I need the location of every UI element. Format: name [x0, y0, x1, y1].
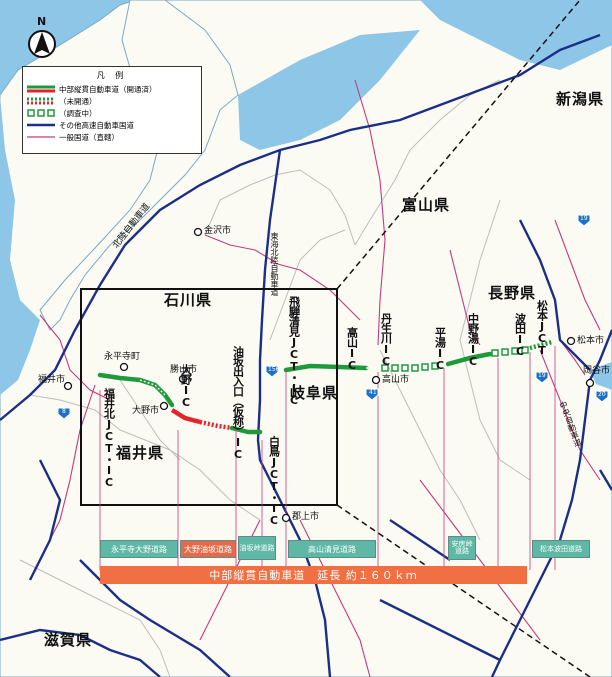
ic-takayama: 高山IC [345, 327, 359, 371]
city-fukui: 福井市 [38, 375, 66, 385]
route-open-hirayu [445, 351, 493, 367]
sea-northeast [420, 0, 612, 70]
sea-west [0, 95, 40, 395]
legend-title: 凡 例 [96, 71, 128, 80]
pref-gifu: 岐阜県 [290, 384, 339, 402]
ic-matsumoto: 松本JCT [535, 300, 549, 356]
ic-nyukawa: 丹生川IC [379, 313, 393, 367]
pref-niigata: 新潟県 [556, 90, 605, 108]
ic-hida-kiyomi: 飛騨清見JCT・IC [287, 296, 301, 406]
shield-8: 8 [62, 408, 66, 415]
city-gujo: 郡上市 [292, 512, 320, 522]
legend-row-open: 中部縦貫自動車道（開通済） [27, 84, 157, 94]
ic-ono: 大野IC [179, 364, 193, 408]
pref-fukui: 福井県 [116, 444, 165, 462]
ic-hirayu: 平湯IC [433, 327, 447, 371]
shield-41: 41 [369, 389, 377, 396]
pref-toyama: 富山県 [402, 196, 451, 214]
city-takayama: 高山市 [382, 375, 410, 385]
shield-156: 156 [268, 366, 280, 373]
route-open-takayama [283, 363, 369, 373]
ic-hata: 波田IC [513, 313, 527, 357]
city-ono: 大野市 [132, 406, 160, 416]
city-markers [63, 227, 595, 523]
route-length-bar: 中部縦貫自動車道 延長 約１６０ｋｍ [100, 566, 527, 584]
ic-aburasaka: 油坂出入口（仮称）IC [231, 346, 245, 460]
segment-abo-toge: 安房峠道路 [448, 536, 476, 560]
ic-nakanoyu: 中野湯IC [466, 313, 480, 367]
route-unopen-fukui-dash [139, 379, 166, 396]
north-label: N [37, 15, 47, 28]
north-arrow-icon [28, 30, 56, 58]
route-survey [381, 346, 529, 372]
legend-row-national: 一般国道（直轄） [27, 132, 119, 142]
ic-shirotori: 白鳥JCT・IC [267, 436, 281, 526]
pref-ishikawa: 石川県 [164, 291, 213, 309]
segment-aburasaka-toge: 油坂峠道路 [238, 536, 276, 560]
city-matsumoto: 松本市 [577, 336, 605, 346]
legend-row-survey: （調査中） [27, 108, 97, 118]
shield-19b: 19 [538, 372, 546, 379]
toyama-bay [238, 30, 420, 150]
segment-ono-aburasaka: 大野油坂道路 [180, 540, 236, 558]
city-okaya: 岡谷市 [583, 366, 611, 376]
pref-shiga: 滋賀県 [44, 631, 93, 649]
focus-box [80, 288, 338, 506]
expressway-tokai-hokuriku: 東海北陸自動車道 [270, 232, 279, 296]
ic-fukui-kita: 福井北JCT・IC [102, 388, 116, 488]
city-eiheiji: 永平寺町 [104, 352, 141, 362]
pref-nagano: 長野県 [488, 284, 537, 302]
shield-20: 20 [598, 391, 606, 398]
legend-row-unopen: （未開通） [27, 96, 97, 106]
city-kanazawa: 金沢市 [204, 226, 232, 236]
route-unopen-ono [170, 408, 201, 425]
segment-takayama-kiyomi: 高山清見道路 [288, 540, 376, 558]
segment-matsumoto-hata: 松本波田道路 [532, 540, 590, 558]
route-open-fukui [97, 372, 175, 408]
legend-row-expressway: その他高速自動車国道 [27, 120, 134, 130]
shield-19a: 19 [580, 215, 588, 222]
city-katsuyama: 勝山市 [170, 365, 198, 375]
legend: 凡 例 中部縦貫自動車道（開通済） （未開通） （調査中） その他高速自動車国道… [22, 66, 202, 154]
route-open-aburasaka [229, 425, 263, 435]
segment-eiheiji-ono: 永平寺大野道路 [100, 540, 178, 558]
